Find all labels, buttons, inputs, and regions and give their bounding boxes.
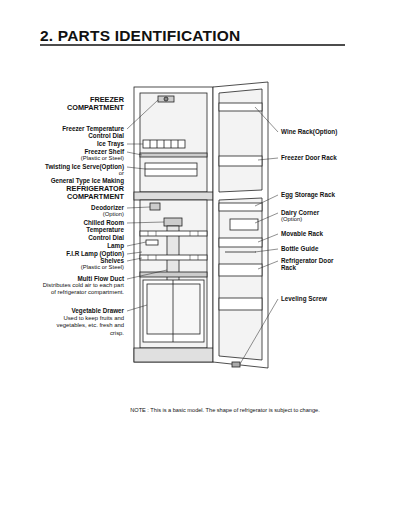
compartment-heading: REFRIGERATOR COMPARTMENT [52, 185, 124, 201]
page-title: 2. PARTS IDENTIFICATION [40, 27, 240, 45]
part-name: General Type Ice Making [29, 177, 124, 184]
part-name: Freezer Temperature Control Dial [54, 125, 124, 140]
title-rule [40, 44, 345, 46]
part-name: Chilled Room Temperature Control Dial [76, 219, 124, 241]
part-name: Ice Trays [44, 140, 124, 147]
part-description: (Option) [281, 216, 391, 223]
part-description: (Plastic or Steel) [44, 264, 124, 271]
part-description: (Option) [44, 211, 124, 218]
part-name: Dairy Corner [281, 209, 391, 216]
leader-lines [127, 100, 278, 364]
note-text: NOTE : This is a basic model. The shape … [60, 407, 390, 414]
part-name: Refrigerator Door Rack [281, 257, 343, 272]
part-description: Used to keep fruits and vegetables, etc.… [42, 315, 124, 337]
part-name: Movable Rack [281, 230, 391, 237]
part-name: Multi Flow Duct [44, 275, 124, 282]
part-name: Leveling Screw [281, 295, 391, 302]
part-name: Shelves [44, 257, 124, 264]
compartment-heading: FREEZER COMPARTMENT [54, 96, 124, 112]
part-name: Wine Rack(Option) [281, 128, 391, 135]
part-name: F.I.R Lamp (Option) [44, 250, 124, 257]
part-description: Distributes cold air to each part of ref… [42, 282, 124, 297]
part-name: Lamp [44, 242, 124, 249]
part-description: (Plastic or Steel) [44, 155, 124, 162]
refrigerator [134, 82, 268, 368]
part-name: Twisting Ice Serve(Option) [29, 163, 124, 170]
part-name: Egg Storage Rack [281, 191, 391, 198]
part-name: Bottle Guide [281, 245, 391, 252]
part-name: Deodorizer [44, 204, 124, 211]
part-description: or [44, 170, 124, 177]
part-name: Freezer Door Rack [281, 154, 391, 161]
part-name: Vegetable Drawer [44, 307, 124, 314]
part-name: Freezer Shelf [44, 148, 124, 155]
